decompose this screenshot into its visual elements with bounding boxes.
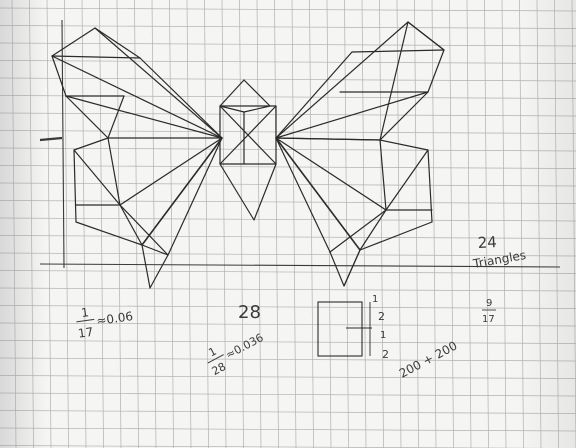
square-label-right: 2	[378, 310, 385, 323]
square-label-bottom: 2	[382, 348, 389, 361]
right-lower-wing-outline	[275, 137, 433, 287]
right-fraction: 9 17	[482, 298, 496, 325]
right-fraction-denominator: 17	[482, 314, 495, 325]
butterfly-figure	[51, 21, 445, 289]
left-fraction-numerator: 1	[80, 305, 90, 320]
right-fraction-numerator: 9	[486, 298, 492, 309]
left-fraction: 1 17 ≈0.06	[76, 305, 134, 341]
left-fraction-approx: ≈0.06	[96, 309, 134, 328]
body-tail	[219, 163, 277, 221]
body-square	[219, 105, 277, 165]
axis-tick-mark	[39, 136, 63, 142]
left-lower-wing-outline	[73, 137, 223, 289]
square-box	[317, 301, 363, 357]
middle-fraction-denominator: 28	[210, 360, 228, 378]
square-tick-mid: 1	[380, 330, 386, 341]
triangle-count: 24	[477, 233, 497, 252]
horizontal-axis	[39, 263, 561, 268]
square-tick-top: 1	[372, 294, 378, 305]
middle-number: 28	[238, 302, 261, 323]
left-fraction-denominator: 17	[77, 325, 94, 341]
square-sketch: 1 2 1 2	[317, 294, 389, 361]
